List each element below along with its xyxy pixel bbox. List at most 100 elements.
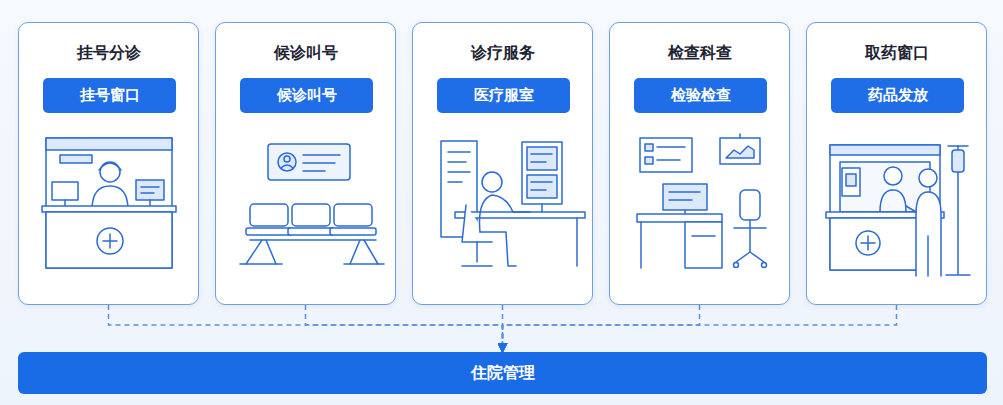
waiting-area-illustration-shape [250,204,288,226]
flow-connector [503,305,700,352]
registration-window-illustration [42,138,176,268]
step-pill: 药品发放 [831,78,964,113]
consultation-illustration-shape [476,242,478,262]
waiting-area-illustration-shape [284,156,290,162]
consultation-illustration-shape [541,204,543,212]
waiting-area-illustration-shape [246,228,292,235]
stage-card: 检查科查检验检查 [609,22,790,305]
lab-test-illustration-shape [726,146,754,158]
lab-test-illustration-shape [739,134,741,138]
pharmacy-illustration-shape [906,206,916,212]
node-label: 挂号窗口 [80,86,140,105]
waiting-area-illustration-shape [268,144,350,180]
lab-test-illustration-shape [762,263,767,268]
pharmacy-illustration-shape [927,236,929,276]
registration-window-illustration-shape [136,180,164,200]
pharmacy-illustration-shape [880,190,906,212]
pharmacy-illustration-shape [830,145,940,270]
step-pill: 检验检查 [634,78,767,113]
pharmacy-illustration-shape [840,162,930,212]
node-label: 检验检查 [671,86,731,105]
flow-connector [109,305,503,352]
node-label: 候诊叫号 [277,86,337,105]
pharmacy-illustration-shape [826,212,944,218]
registration-window-illustration-shape [92,186,128,210]
pharmacy-illustration [826,145,970,276]
pharmacy-illustration-shape [842,168,860,196]
waiting-area-illustration-shape [240,263,384,265]
flow-connector [502,305,504,352]
waiting-area-illustration-shape [281,165,293,168]
consultation-illustration [441,141,585,266]
consultation-illustration-shape [480,232,516,266]
lab-test-illustration-shape [640,138,692,172]
lab-test-illustration-shape [645,144,653,151]
lab-test-illustration-shape [645,157,653,164]
registration-window-illustration-shape [60,155,92,163]
waiting-area-illustration-shape [292,204,330,226]
lab-test-illustration-shape [720,138,760,164]
waiting-area-illustration-shape [303,154,340,156]
lab-test-illustration-shape [663,184,707,210]
pharmacy-illustration-shape [919,169,937,187]
node-label: 取药窗口 [807,43,986,63]
lab-test-illustration-shape [657,146,685,148]
lab-test-illustration-shape [657,159,680,161]
stage-card: 候诊叫号候诊叫号 [215,22,396,305]
registration-window-illustration-shape [97,228,123,254]
pharmacy-illustration-shape [957,146,959,274]
consultation-illustration-shape [448,151,470,153]
node-label: 住院管理 [471,363,535,384]
consultation-illustration-shape [448,171,470,173]
waiting-area-illustration-shape [278,153,296,171]
node-label: 医疗服室 [474,86,534,105]
lab-test-illustration-shape [740,190,760,220]
registration-window-illustration-shape [46,138,172,268]
inpatient-bar: 住院管理 [18,352,987,394]
lab-test-illustration-shape [736,252,764,262]
consultation-illustration-shape [576,218,578,266]
consultation-illustration-shape [531,153,552,155]
node-label: 挂号分诊 [19,43,198,63]
flow-connector [503,305,897,352]
pharmacy-illustration-shape [948,145,968,147]
pharmacy-illustration-shape [861,236,875,250]
lab-test-illustration-shape [734,263,739,268]
registration-window-illustration-shape [46,212,172,268]
registration-window-illustration-shape [100,162,120,182]
lab-test-illustration-shape [640,222,642,268]
registration-window-illustration-shape [149,200,151,208]
registration-window-illustration-shape [52,182,78,200]
waiting-area-illustration-shape [288,228,334,235]
stage-card: 挂号分诊挂号窗口 [18,22,199,305]
registration-window-illustration-shape [46,138,172,150]
consultation-illustration-shape [531,181,552,183]
registration-window-illustration-shape [64,200,66,208]
consultation-illustration-shape [527,147,557,170]
lab-test-illustration-shape [684,210,686,214]
pharmacy-illustration-shape [884,167,902,185]
step-pill: 候诊叫号 [240,78,373,113]
registration-window-illustration-shape [99,163,121,170]
lab-test-illustration-shape [637,214,722,222]
consultation-illustration-shape [531,189,546,191]
node-label: 检查科查 [610,43,789,63]
consultation-illustration-shape [462,265,492,267]
lab-test-illustration-shape [734,227,766,229]
lab-test-illustration-shape [669,199,692,201]
lab-test-illustration-shape [749,220,751,252]
consultation-illustration-shape [480,195,531,232]
consultation-illustration-shape [527,175,557,198]
consultation-illustration-shape [448,161,466,163]
pharmacy-illustration-shape [830,218,940,270]
flow-connector [306,305,503,352]
pharmacy-illustration-shape [830,145,940,155]
waiting-area-illustration-shape [350,240,378,264]
node-label: 诊疗服务 [413,43,592,63]
registration-window-illustration-shape [141,186,159,188]
registration-window-illustration-shape [103,234,117,248]
registration-window-illustration-shape [42,206,176,212]
lab-test-illustration [637,134,767,268]
consultation-illustration-shape [462,205,492,242]
